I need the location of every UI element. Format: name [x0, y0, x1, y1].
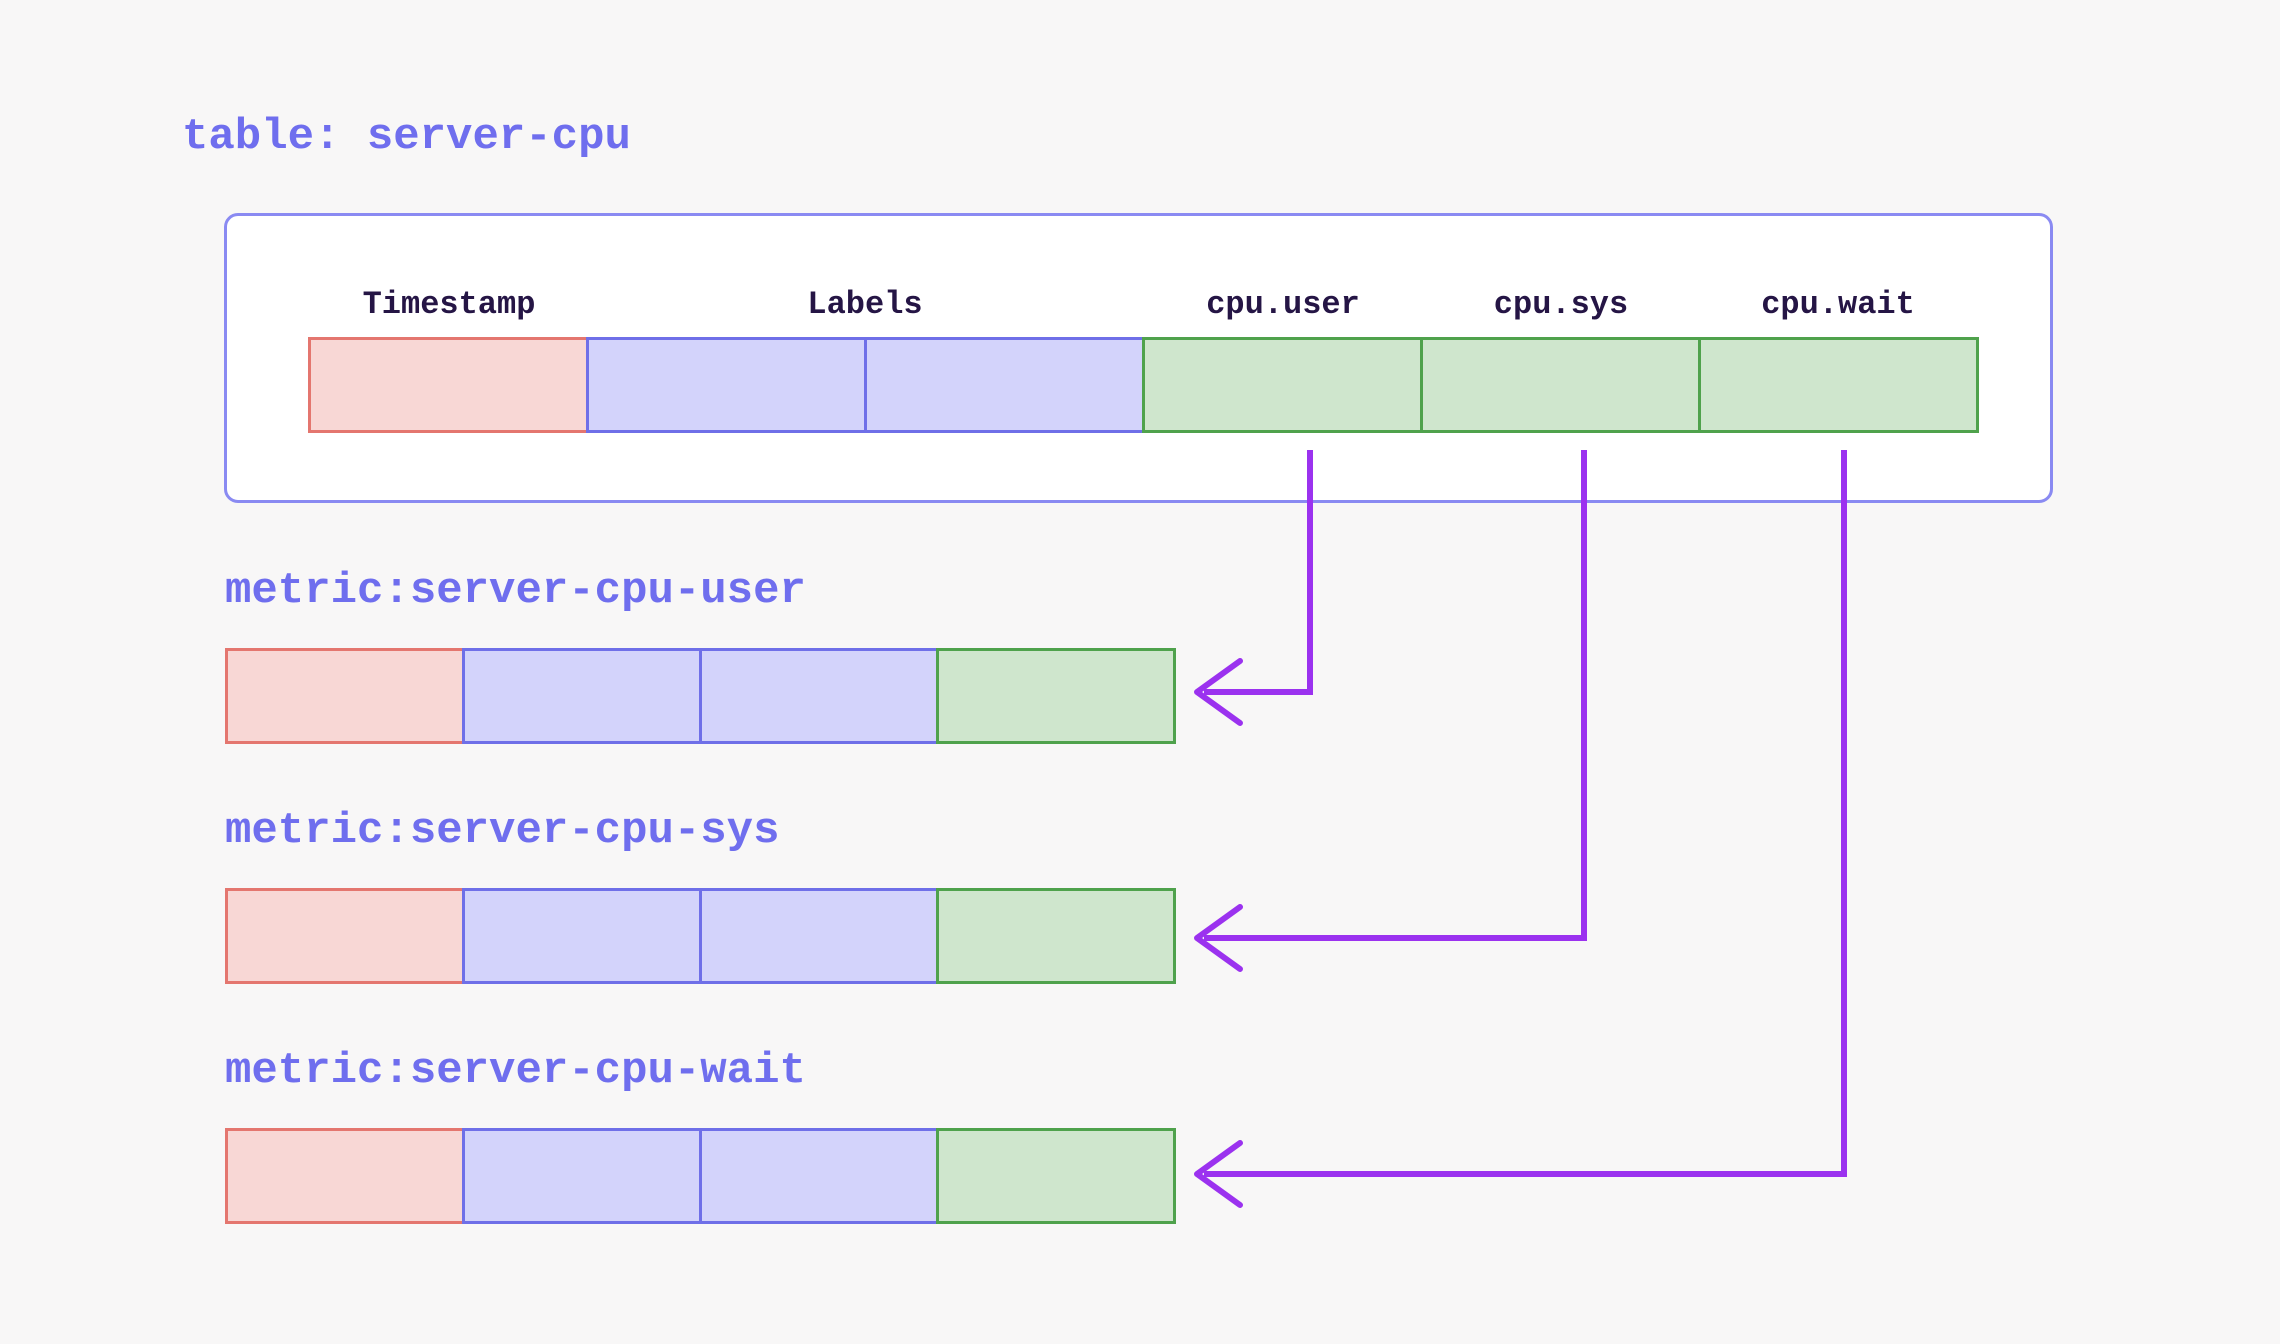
column-header-cpu-wait: cpu.wait — [1761, 286, 1915, 323]
column-header-cpu-user: cpu.user — [1206, 286, 1360, 323]
column-header-timestamp: Timestamp — [362, 286, 536, 323]
arrowhead-left-icon — [1194, 1140, 1243, 1208]
metric-cell-label-2 — [699, 888, 939, 984]
table-cell-label-2 — [864, 337, 1145, 433]
table-cell-cpu-user — [1142, 337, 1423, 433]
arrow-line — [1204, 450, 1587, 941]
metric-label-server-cpu-user: metric:server-cpu-user — [225, 566, 806, 616]
arrow-line — [1204, 450, 1847, 1177]
metric-cell-label-2 — [699, 648, 939, 744]
table-cell-timestamp — [308, 337, 589, 433]
metric-cell-label-1 — [462, 1128, 702, 1224]
metric-cell-label-2 — [699, 1128, 939, 1224]
arrow-cpu-wait-to-metric — [1194, 450, 1847, 1208]
arrowhead-left-icon — [1194, 658, 1243, 726]
metric-row-server-cpu-user — [225, 648, 1176, 744]
metric-cell-timestamp — [225, 888, 465, 984]
metric-label-server-cpu-sys: metric:server-cpu-sys — [225, 806, 780, 856]
metric-label-server-cpu-wait: metric:server-cpu-wait — [225, 1046, 806, 1096]
table-title: table: server-cpu — [182, 112, 631, 162]
metric-row-server-cpu-wait — [225, 1128, 1176, 1224]
metric-cell-timestamp — [225, 1128, 465, 1224]
metric-cell-label-1 — [462, 648, 702, 744]
metric-cell-label-1 — [462, 888, 702, 984]
table-cell-cpu-wait — [1698, 337, 1979, 433]
arrowhead-left-icon — [1194, 904, 1243, 972]
metric-cell-value — [936, 1128, 1176, 1224]
column-header-labels: Labels — [807, 286, 923, 323]
table-cell-cpu-sys — [1420, 337, 1701, 433]
metric-cell-value — [936, 888, 1176, 984]
metric-cell-value — [936, 648, 1176, 744]
table-row — [308, 337, 1979, 433]
column-header-cpu-sys: cpu.sys — [1493, 286, 1629, 323]
table-cell-label-1 — [586, 337, 867, 433]
arrow-cpu-sys-to-metric — [1194, 450, 1587, 972]
table-box: Timestamp Labels cpu.user cpu.sys cpu.wa… — [224, 213, 2053, 503]
metric-row-server-cpu-sys — [225, 888, 1176, 984]
metric-cell-timestamp — [225, 648, 465, 744]
